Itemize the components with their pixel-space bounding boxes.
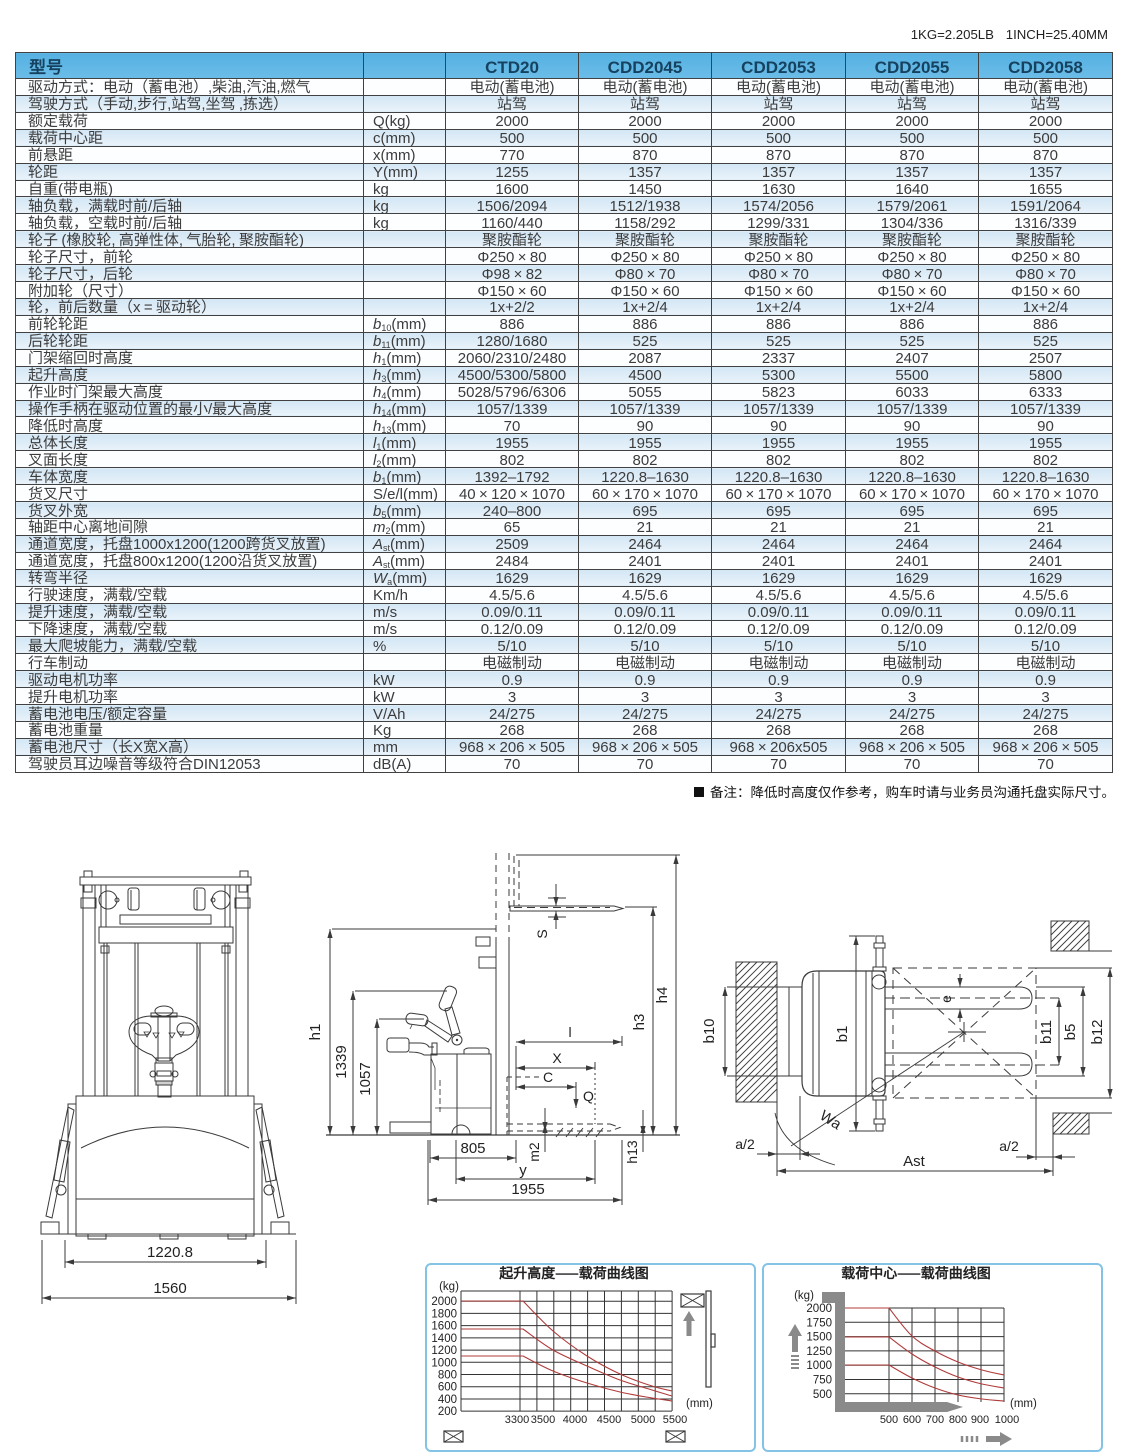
svg-text:a/2: a/2 bbox=[999, 1136, 1019, 1156]
svg-text:Ast: Ast bbox=[903, 1150, 926, 1171]
svg-text:750: 750 bbox=[813, 1372, 832, 1388]
svg-text:1339: 1339 bbox=[330, 1045, 351, 1078]
svg-text:Q: Q bbox=[583, 1086, 594, 1106]
svg-text:(mm): (mm) bbox=[686, 1395, 713, 1411]
svg-text:1955: 1955 bbox=[511, 1178, 544, 1199]
svg-text:y: y bbox=[519, 1159, 527, 1180]
svg-text:1600: 1600 bbox=[431, 1318, 457, 1334]
svg-text:C: C bbox=[543, 1067, 553, 1087]
svg-text:1057: 1057 bbox=[354, 1062, 375, 1095]
svg-text:1000: 1000 bbox=[431, 1354, 457, 1370]
svg-text:(kg): (kg) bbox=[794, 1287, 814, 1303]
svg-text:(kg): (kg) bbox=[439, 1278, 459, 1294]
svg-text:3500: 3500 bbox=[531, 1411, 555, 1427]
svg-text:1750: 1750 bbox=[806, 1314, 832, 1330]
svg-text:4000: 4000 bbox=[563, 1411, 587, 1427]
svg-text:h1: h1 bbox=[304, 1024, 325, 1041]
svg-text:2000: 2000 bbox=[806, 1300, 832, 1316]
svg-text:S: S bbox=[532, 929, 552, 938]
svg-text:(mm): (mm) bbox=[1010, 1395, 1037, 1411]
svg-text:700: 700 bbox=[926, 1411, 944, 1427]
svg-text:400: 400 bbox=[438, 1391, 457, 1407]
svg-text:h4: h4 bbox=[651, 987, 672, 1004]
svg-text:5000: 5000 bbox=[631, 1411, 655, 1427]
svg-text:e: e bbox=[936, 995, 956, 1003]
svg-text:1250: 1250 bbox=[806, 1343, 832, 1359]
svg-text:b12: b12 bbox=[1086, 1019, 1107, 1044]
svg-text:3300: 3300 bbox=[505, 1411, 529, 1427]
svg-text:起升高度——载荷曲线图: 起升高度——载荷曲线图 bbox=[498, 1263, 648, 1283]
svg-text:600: 600 bbox=[438, 1379, 457, 1395]
svg-text:500: 500 bbox=[880, 1411, 898, 1427]
svg-text:4500: 4500 bbox=[597, 1411, 621, 1427]
svg-text:1000: 1000 bbox=[806, 1357, 832, 1373]
svg-text:900: 900 bbox=[971, 1411, 989, 1427]
svg-text:1400: 1400 bbox=[431, 1330, 457, 1346]
svg-text:1560: 1560 bbox=[153, 1277, 186, 1298]
svg-text:l: l bbox=[568, 1022, 571, 1042]
svg-text:m2: m2 bbox=[524, 1142, 544, 1162]
svg-text:b10: b10 bbox=[698, 1018, 719, 1043]
svg-text:5500: 5500 bbox=[663, 1411, 687, 1427]
svg-text:800: 800 bbox=[438, 1367, 457, 1383]
svg-text:800: 800 bbox=[949, 1411, 967, 1427]
svg-text:2000: 2000 bbox=[431, 1293, 457, 1309]
svg-text:b5: b5 bbox=[1059, 1024, 1080, 1041]
svg-text:500: 500 bbox=[813, 1386, 832, 1402]
svg-text:600: 600 bbox=[903, 1411, 921, 1427]
svg-text:1220.8: 1220.8 bbox=[147, 1241, 193, 1262]
svg-text:b1: b1 bbox=[831, 1026, 852, 1043]
svg-text:1000: 1000 bbox=[995, 1411, 1019, 1427]
svg-text:200: 200 bbox=[438, 1403, 457, 1419]
svg-text:1200: 1200 bbox=[431, 1342, 457, 1358]
svg-text:1800: 1800 bbox=[431, 1305, 457, 1321]
svg-text:1500: 1500 bbox=[806, 1329, 832, 1345]
svg-text:X: X bbox=[552, 1048, 562, 1068]
svg-text:805: 805 bbox=[460, 1137, 485, 1158]
svg-text:h3: h3 bbox=[628, 1014, 649, 1031]
svg-text:h13: h13 bbox=[622, 1140, 642, 1164]
svg-text:b11: b11 bbox=[1035, 1020, 1056, 1044]
svg-text:a/2: a/2 bbox=[735, 1134, 755, 1154]
svg-text:Wa: Wa bbox=[816, 1105, 846, 1135]
svg-text:载荷中心——载荷曲线图: 载荷中心——载荷曲线图 bbox=[841, 1263, 990, 1283]
